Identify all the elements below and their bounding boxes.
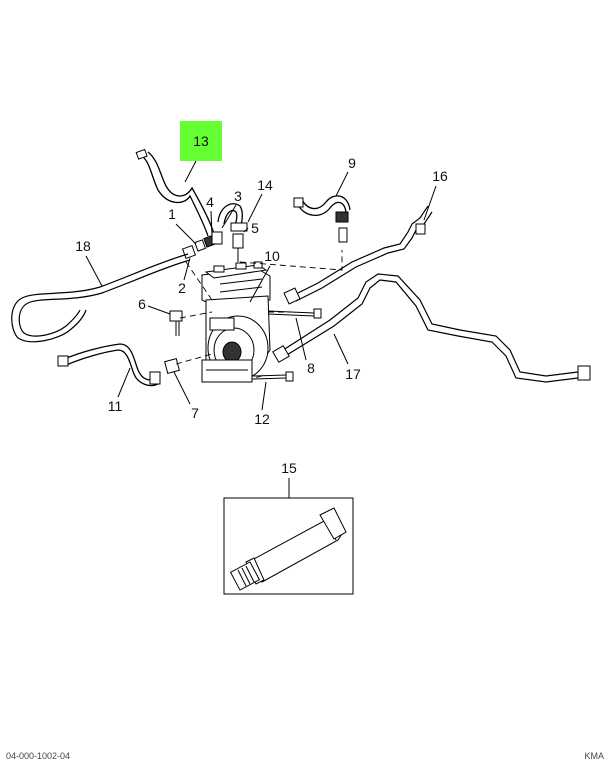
- leader-13: [184, 160, 197, 183]
- callout-11[interactable]: 11: [108, 398, 123, 414]
- dashed-guides: [175, 250, 343, 379]
- fittings-cluster: [181, 222, 248, 262]
- callout-1[interactable]: 1: [168, 206, 176, 222]
- air-compressor: [201, 261, 271, 383]
- callout-4[interactable]: 4: [206, 194, 214, 210]
- bolt-12: [251, 371, 294, 382]
- callout-13-highlight[interactable]: [180, 121, 222, 161]
- callout-13[interactable]: 13: [193, 133, 209, 149]
- callout-16[interactable]: 16: [432, 168, 448, 184]
- callout-9[interactable]: 9: [348, 155, 356, 171]
- fitting-6: [169, 310, 183, 336]
- sealant-tube-box: 15: [223, 460, 354, 595]
- drawing-number: 04-000-1002-04: [6, 751, 70, 761]
- tube-18: [11, 253, 191, 343]
- sealant-tube-icon: [229, 507, 347, 591]
- callout-14[interactable]: 14: [257, 177, 273, 193]
- callout-2[interactable]: 2: [178, 280, 186, 296]
- callout-3[interactable]: 3: [234, 188, 242, 204]
- hose-9: [293, 195, 351, 243]
- callout-15[interactable]: 15: [281, 460, 297, 476]
- callout-18[interactable]: 18: [75, 238, 91, 254]
- drawing-code: KMA: [584, 751, 604, 761]
- bolt-8: [267, 308, 322, 319]
- callout-10[interactable]: 10: [264, 248, 280, 264]
- callout-5[interactable]: 5: [251, 220, 259, 236]
- hose-11: [57, 343, 161, 387]
- tube-17: [272, 273, 591, 383]
- callout-7[interactable]: 7: [191, 405, 199, 421]
- callout-8[interactable]: 8: [307, 360, 315, 376]
- callouts: 1 2 3 4 5 6 7 8 9 10 11 12 14 16 17 18: [75, 155, 448, 427]
- fitting-7: [164, 358, 180, 374]
- callout-17[interactable]: 17: [345, 366, 361, 382]
- callout-6[interactable]: 6: [138, 296, 146, 312]
- hose-13: [135, 148, 215, 237]
- tube-16: [283, 205, 433, 305]
- callout-12[interactable]: 12: [254, 411, 270, 427]
